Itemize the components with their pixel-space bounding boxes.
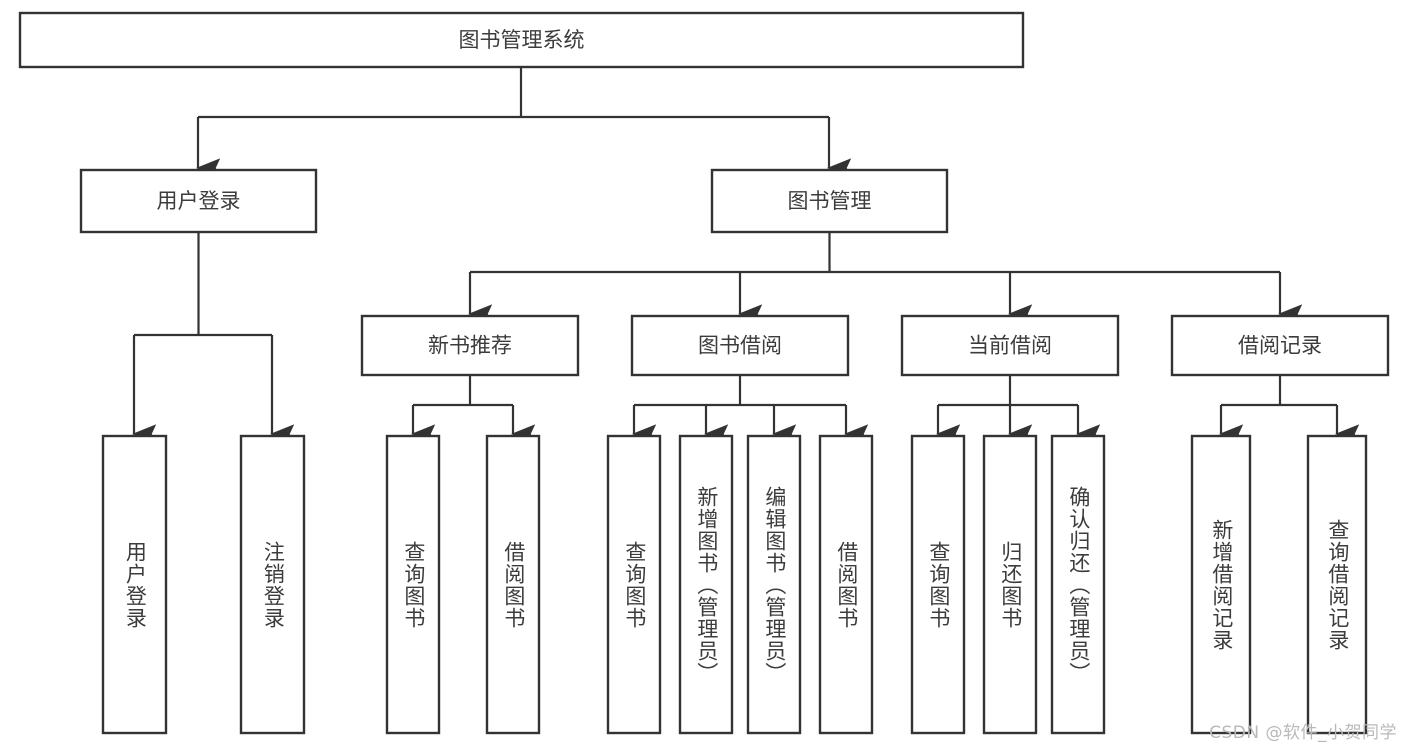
node-box-查询图书[interactable] [910,434,966,735]
node-boxes [18,11,1390,735]
node-label-当前借阅: 当前借阅 [968,334,1052,358]
node-box-归还图书[interactable] [982,434,1038,735]
node-box-新增图书管理员[interactable] [678,434,734,735]
node-label-用户登录: 用户登录 [157,189,241,213]
node-box-新增借阅记录[interactable] [1190,434,1252,735]
node-box-新书推荐[interactable] [360,314,580,377]
node-label-图书管理: 图书管理 [788,189,872,213]
node-box-查询图书[interactable] [606,434,662,735]
connector-lines [131,67,1360,444]
node-box-编辑图书管理员[interactable] [746,434,802,735]
node-label-图书管理系统: 图书管理系统 [459,28,585,52]
node-box-图书借阅[interactable] [630,314,850,377]
node-box-借阅图书[interactable] [485,434,541,735]
node-box-注销登录[interactable] [239,434,306,735]
node-box-用户登录[interactable] [79,168,318,234]
node-box-查询图书[interactable] [385,434,441,735]
node-box-图书管理系统[interactable] [18,11,1025,69]
node-box-借阅图书[interactable] [818,434,874,735]
node-box-图书管理[interactable] [710,168,949,234]
node-box-借阅记录[interactable] [1170,314,1390,377]
node-label-新书推荐: 新书推荐 [428,334,512,358]
watermark-text: CSDN @软件_小贺同学 [1209,723,1397,743]
node-label-图书借阅: 图书借阅 [698,334,782,358]
node-label-借阅记录: 借阅记录 [1238,334,1322,358]
node-box-查询借阅记录[interactable] [1306,434,1368,735]
node-box-用户登录[interactable] [101,434,168,735]
node-box-当前借阅[interactable] [900,314,1120,377]
node-box-确认归还管理员[interactable] [1050,434,1106,735]
